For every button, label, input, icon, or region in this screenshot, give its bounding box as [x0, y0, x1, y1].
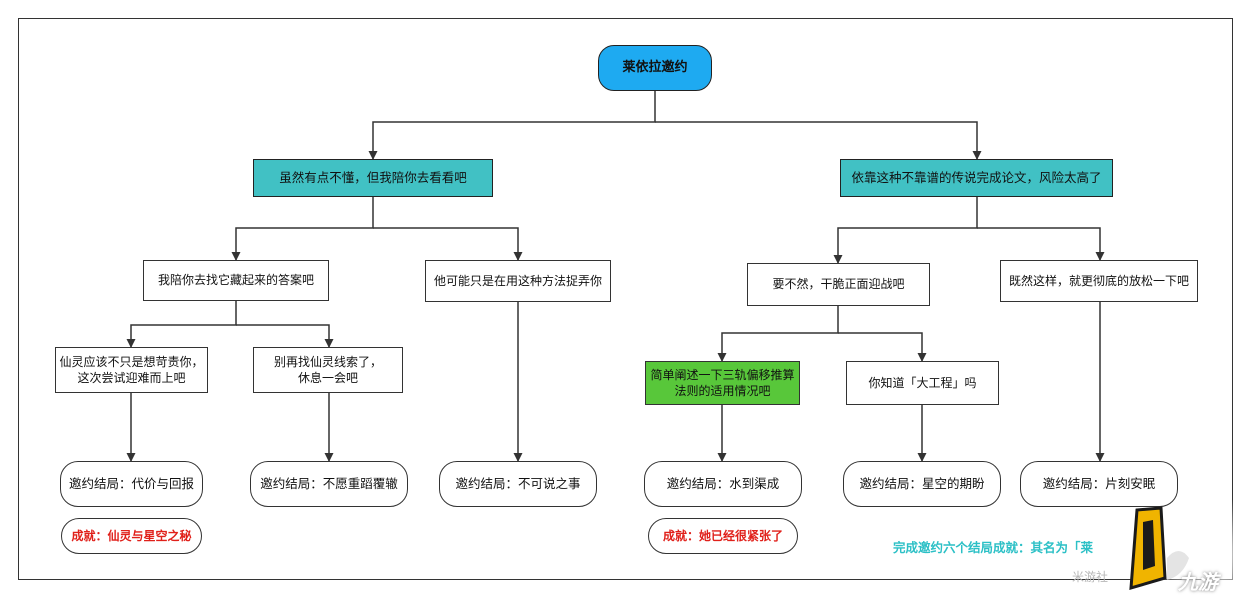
choice-node-big-project: 你知道「大工程」吗	[846, 361, 999, 405]
choice-node-find-answer: 我陪你去找它藏起来的答案吧	[143, 260, 329, 301]
ending-node: 邀约结局：水到渠成	[644, 461, 802, 507]
watermark-site-text: 米游社	[1072, 570, 1109, 584]
edge-la-1	[126, 301, 237, 348]
branch-right-node: 依靠这种不靠谱的传说完成论文，风险太高了	[840, 159, 1113, 197]
achievement-badge: 成就：仙灵与星空之秘	[61, 518, 202, 554]
ending-node: 邀约结局：不可说之事	[439, 461, 597, 507]
achievement-badge: 成就：她已经很紧张了	[648, 518, 798, 554]
edge-root-right	[655, 121, 982, 160]
choice-node-face-it: 要不然，干脆正面迎战吧	[747, 263, 930, 306]
diagram-frame	[18, 18, 1233, 580]
choice-node-three-orbit: 简单阐述一下三轨偏移推算 法则的适用情况吧	[645, 361, 800, 405]
edge-right-b	[977, 227, 1105, 261]
choice-node-face-difficulty: 仙灵应该不只是想苛责你， 这次尝试迎难而上吧	[55, 347, 208, 393]
edge-ra-2	[838, 332, 927, 362]
six-endings-achievement-note: 完成邀约六个结局成就：其名为「莱	[893, 540, 1094, 555]
watermark-logo-icon	[1129, 500, 1255, 600]
choice-node-relax: 既然这样，就更彻底的放松一下吧	[1000, 260, 1198, 302]
edge-ra-1	[717, 306, 839, 362]
watermark-brand-text: 九游	[1178, 570, 1218, 594]
ending-node: 邀约结局：不愿重蹈覆辙	[250, 461, 408, 507]
edge-right-a	[833, 197, 978, 264]
edge-root-left	[368, 91, 656, 160]
ending-node: 邀约结局：代价与回报	[60, 461, 203, 507]
ending-node: 邀约结局：片刻安眠	[1020, 461, 1178, 507]
edge-left-a	[231, 197, 374, 261]
edge-left-b	[373, 227, 523, 261]
choice-node-rest: 别再找仙灵线索了， 休息一会吧	[253, 347, 403, 393]
ending-node: 邀约结局：星空的期盼	[843, 461, 1001, 507]
edge-la-2	[236, 324, 334, 348]
choice-node-teasing: 他可能只是在用这种方法捉弄你	[425, 260, 611, 302]
root-node: 莱依拉邀约	[598, 45, 712, 91]
branch-left-node: 虽然有点不懂，但我陪你去看看吧	[253, 159, 493, 197]
